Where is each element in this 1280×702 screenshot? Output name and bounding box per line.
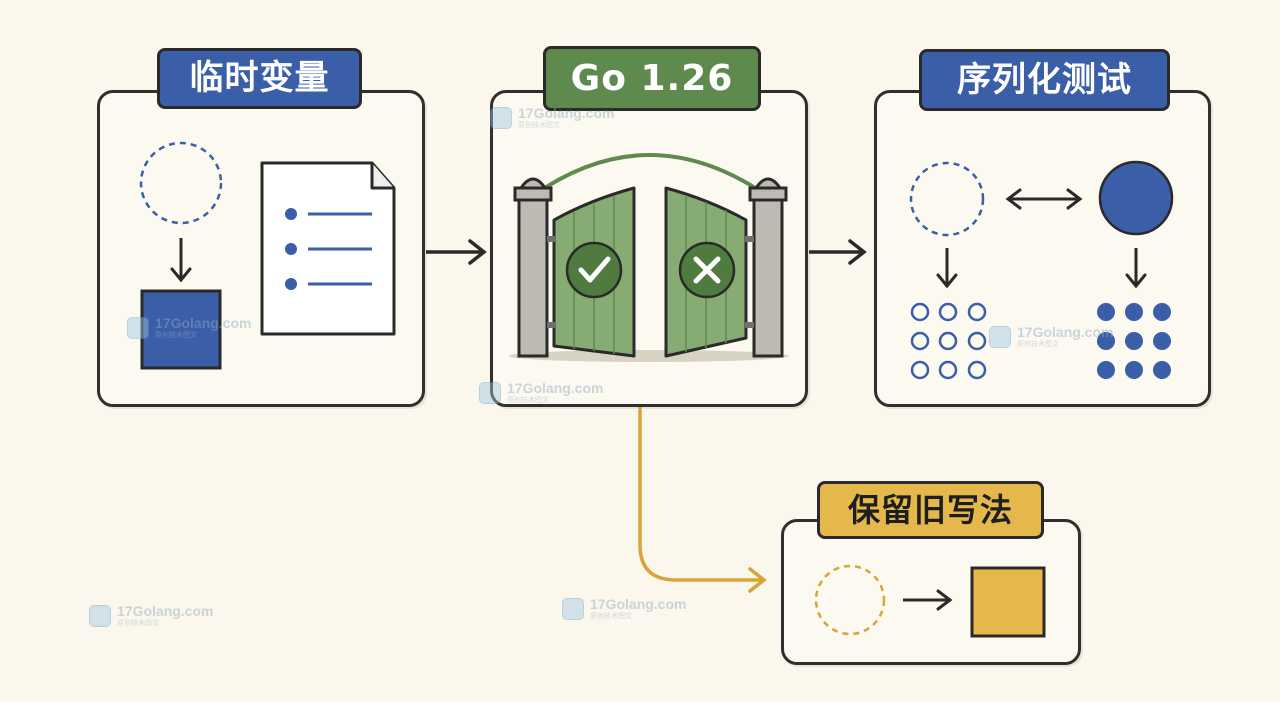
empty-variable-circle [139,141,223,225]
gate-icon [509,153,789,362]
keep-old-label: 保留旧写法 [817,481,1044,539]
check-icon [565,241,623,299]
empty-circle [909,161,985,237]
arrow-to-serialize [809,239,867,265]
go-version-label: Go 1.26 [543,46,761,111]
down-arrow-left-icon [936,248,958,289]
down-arrow-icon [170,238,192,283]
right-arrow-icon [903,589,953,611]
empty-gold-circle [814,564,886,636]
x-icon [678,241,736,299]
temp-var-label: 临时变量 [157,48,362,109]
serialize-test-panel [874,90,1211,407]
filled-dot-grid [1097,303,1171,379]
bidirectional-arrow-icon [1005,188,1083,210]
filled-variable-square [140,289,222,370]
arrow-to-keep-old [638,407,767,593]
down-arrow-right-icon [1125,248,1147,289]
serialize-test-label: 序列化测试 [919,49,1170,111]
document-icon [260,161,396,336]
filled-gold-square [970,566,1046,638]
filled-circle [1098,160,1174,236]
arrow-to-go [426,239,487,265]
hollow-dot-grid [910,302,987,380]
